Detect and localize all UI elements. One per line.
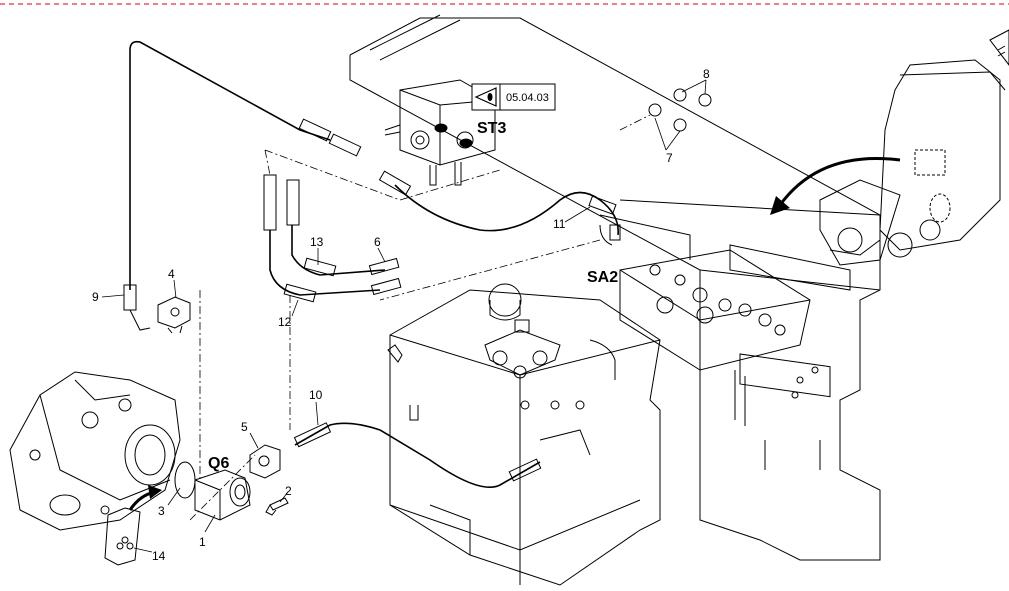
callout-1: 1 [199,535,206,549]
hose-fittings [123,118,621,482]
machine-overview-thumbnail [819,29,1009,266]
eye-view-icon [474,87,497,107]
callout-10: 10 [309,388,323,402]
callout-9: 9 [92,290,99,304]
curved-arrow-machine [770,156,901,215]
hose-10 [294,422,541,489]
reference-code: 05.04.03 [506,92,549,104]
screw-2 [265,497,289,516]
hose-12 [269,230,381,296]
flange-4 [157,296,191,334]
flange-5 [249,444,281,479]
pump-q6 [194,469,251,521]
manifold-sa2 [599,224,811,371]
tag-q6: Q6 [208,455,229,472]
nuts-7-8 [648,88,712,132]
tag-sa2: SA2 [587,269,618,286]
hose-13 [291,225,386,276]
gearbox-housing [9,371,181,531]
callout-14: 14 [152,549,166,563]
frame-panel [349,14,881,561]
callout-7: 7 [666,151,673,165]
callout-leaders [101,79,707,553]
callout-4: 4 [168,267,175,281]
assembly-chain-lines [189,114,651,521]
callout-13: 13 [310,235,324,249]
valve-block-st3 [384,79,496,186]
hydraulic-tank [387,283,661,586]
callout-6: 6 [374,235,381,249]
o-ring [174,461,196,499]
curved-arrow-gearbox [128,485,162,511]
callout-8: 8 [703,67,710,81]
callout-11: 11 [553,217,566,231]
callout-3: 3 [158,504,165,518]
callout-12: 12 [278,315,292,329]
hose-11 [394,184,619,236]
reference-box: 05.04.03 [471,83,556,111]
callout-5: 5 [241,420,248,434]
sticker-14 [104,507,141,566]
callout-2: 2 [285,484,292,498]
tag-st3: ST3 [477,120,506,137]
hose-9 [129,40,331,290]
hose-lines [129,40,619,489]
